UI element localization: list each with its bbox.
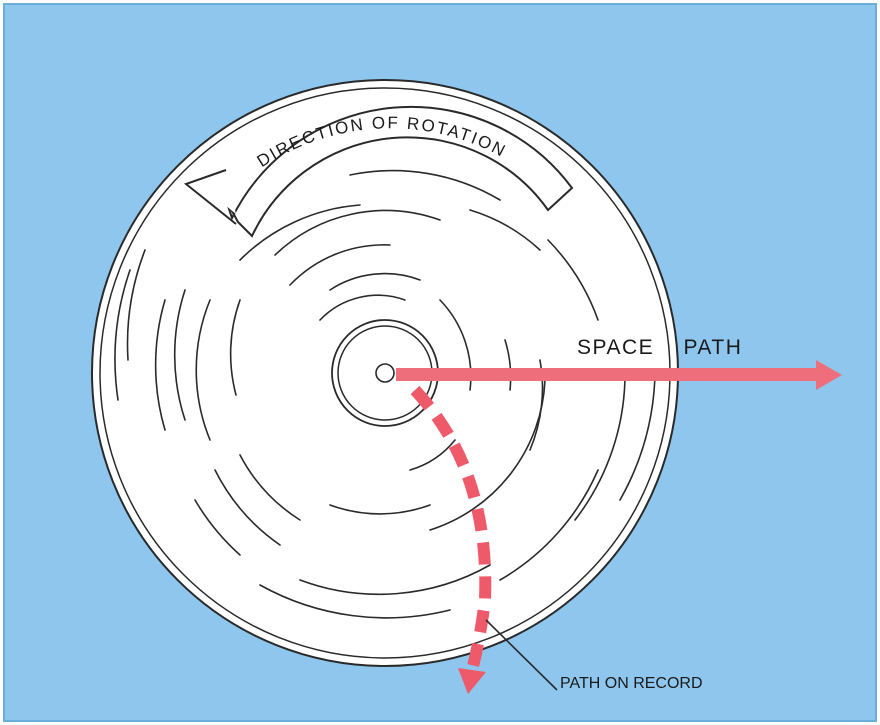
groove-bottom-4: [409, 439, 456, 471]
record-path-head: [458, 668, 486, 694]
groove-bottom-3: [329, 504, 431, 515]
groove-lowleft-3: [194, 499, 241, 556]
groove-top-7: [469, 209, 541, 251]
groove-right-1: [547, 239, 599, 321]
record-path-label: PATH ON RECORD: [560, 675, 703, 692]
groove-top-1: [239, 204, 361, 261]
groove-top-5: [319, 294, 406, 321]
groove-left-4: [229, 299, 241, 396]
rotation-arrow-head-outline: [183, 169, 237, 225]
groove-top-3: [289, 244, 391, 286]
record-grooves: [114, 169, 656, 619]
groove-left-1: [154, 299, 166, 431]
groove-right-5: [429, 379, 546, 531]
groove-top-4: [329, 272, 421, 291]
space-path-head: [816, 360, 842, 390]
rotation-arrow: [225, 105, 574, 238]
groove-bottom-2: [259, 584, 451, 619]
record-path-leader: [485, 619, 558, 691]
spindle-hole: [375, 363, 395, 383]
groove-outer-left-2: [126, 249, 146, 361]
groove-right-8: [499, 469, 599, 581]
record-path-arrow: [410, 385, 492, 694]
rotation-arrow-head: [192, 178, 236, 214]
groove-outer-left: [114, 269, 131, 401]
space-path-arrow: [396, 360, 842, 390]
groove-lowleft-1: [214, 469, 281, 546]
groove-lowleft-2: [239, 454, 301, 521]
groove-top-6: [349, 169, 501, 201]
groove-left-3: [195, 299, 211, 441]
groove-bottom-1: [299, 564, 491, 596]
groove-top-2: [274, 209, 441, 256]
groove-left-2: [173, 289, 186, 421]
groove-right-6: [574, 369, 626, 521]
record-path-curve: [410, 385, 492, 672]
groove-right-3: [504, 339, 512, 391]
space-path-label: SPACE PATH: [577, 336, 742, 359]
space-path-shaft: [396, 368, 818, 381]
groove-right-7: [619, 374, 656, 501]
